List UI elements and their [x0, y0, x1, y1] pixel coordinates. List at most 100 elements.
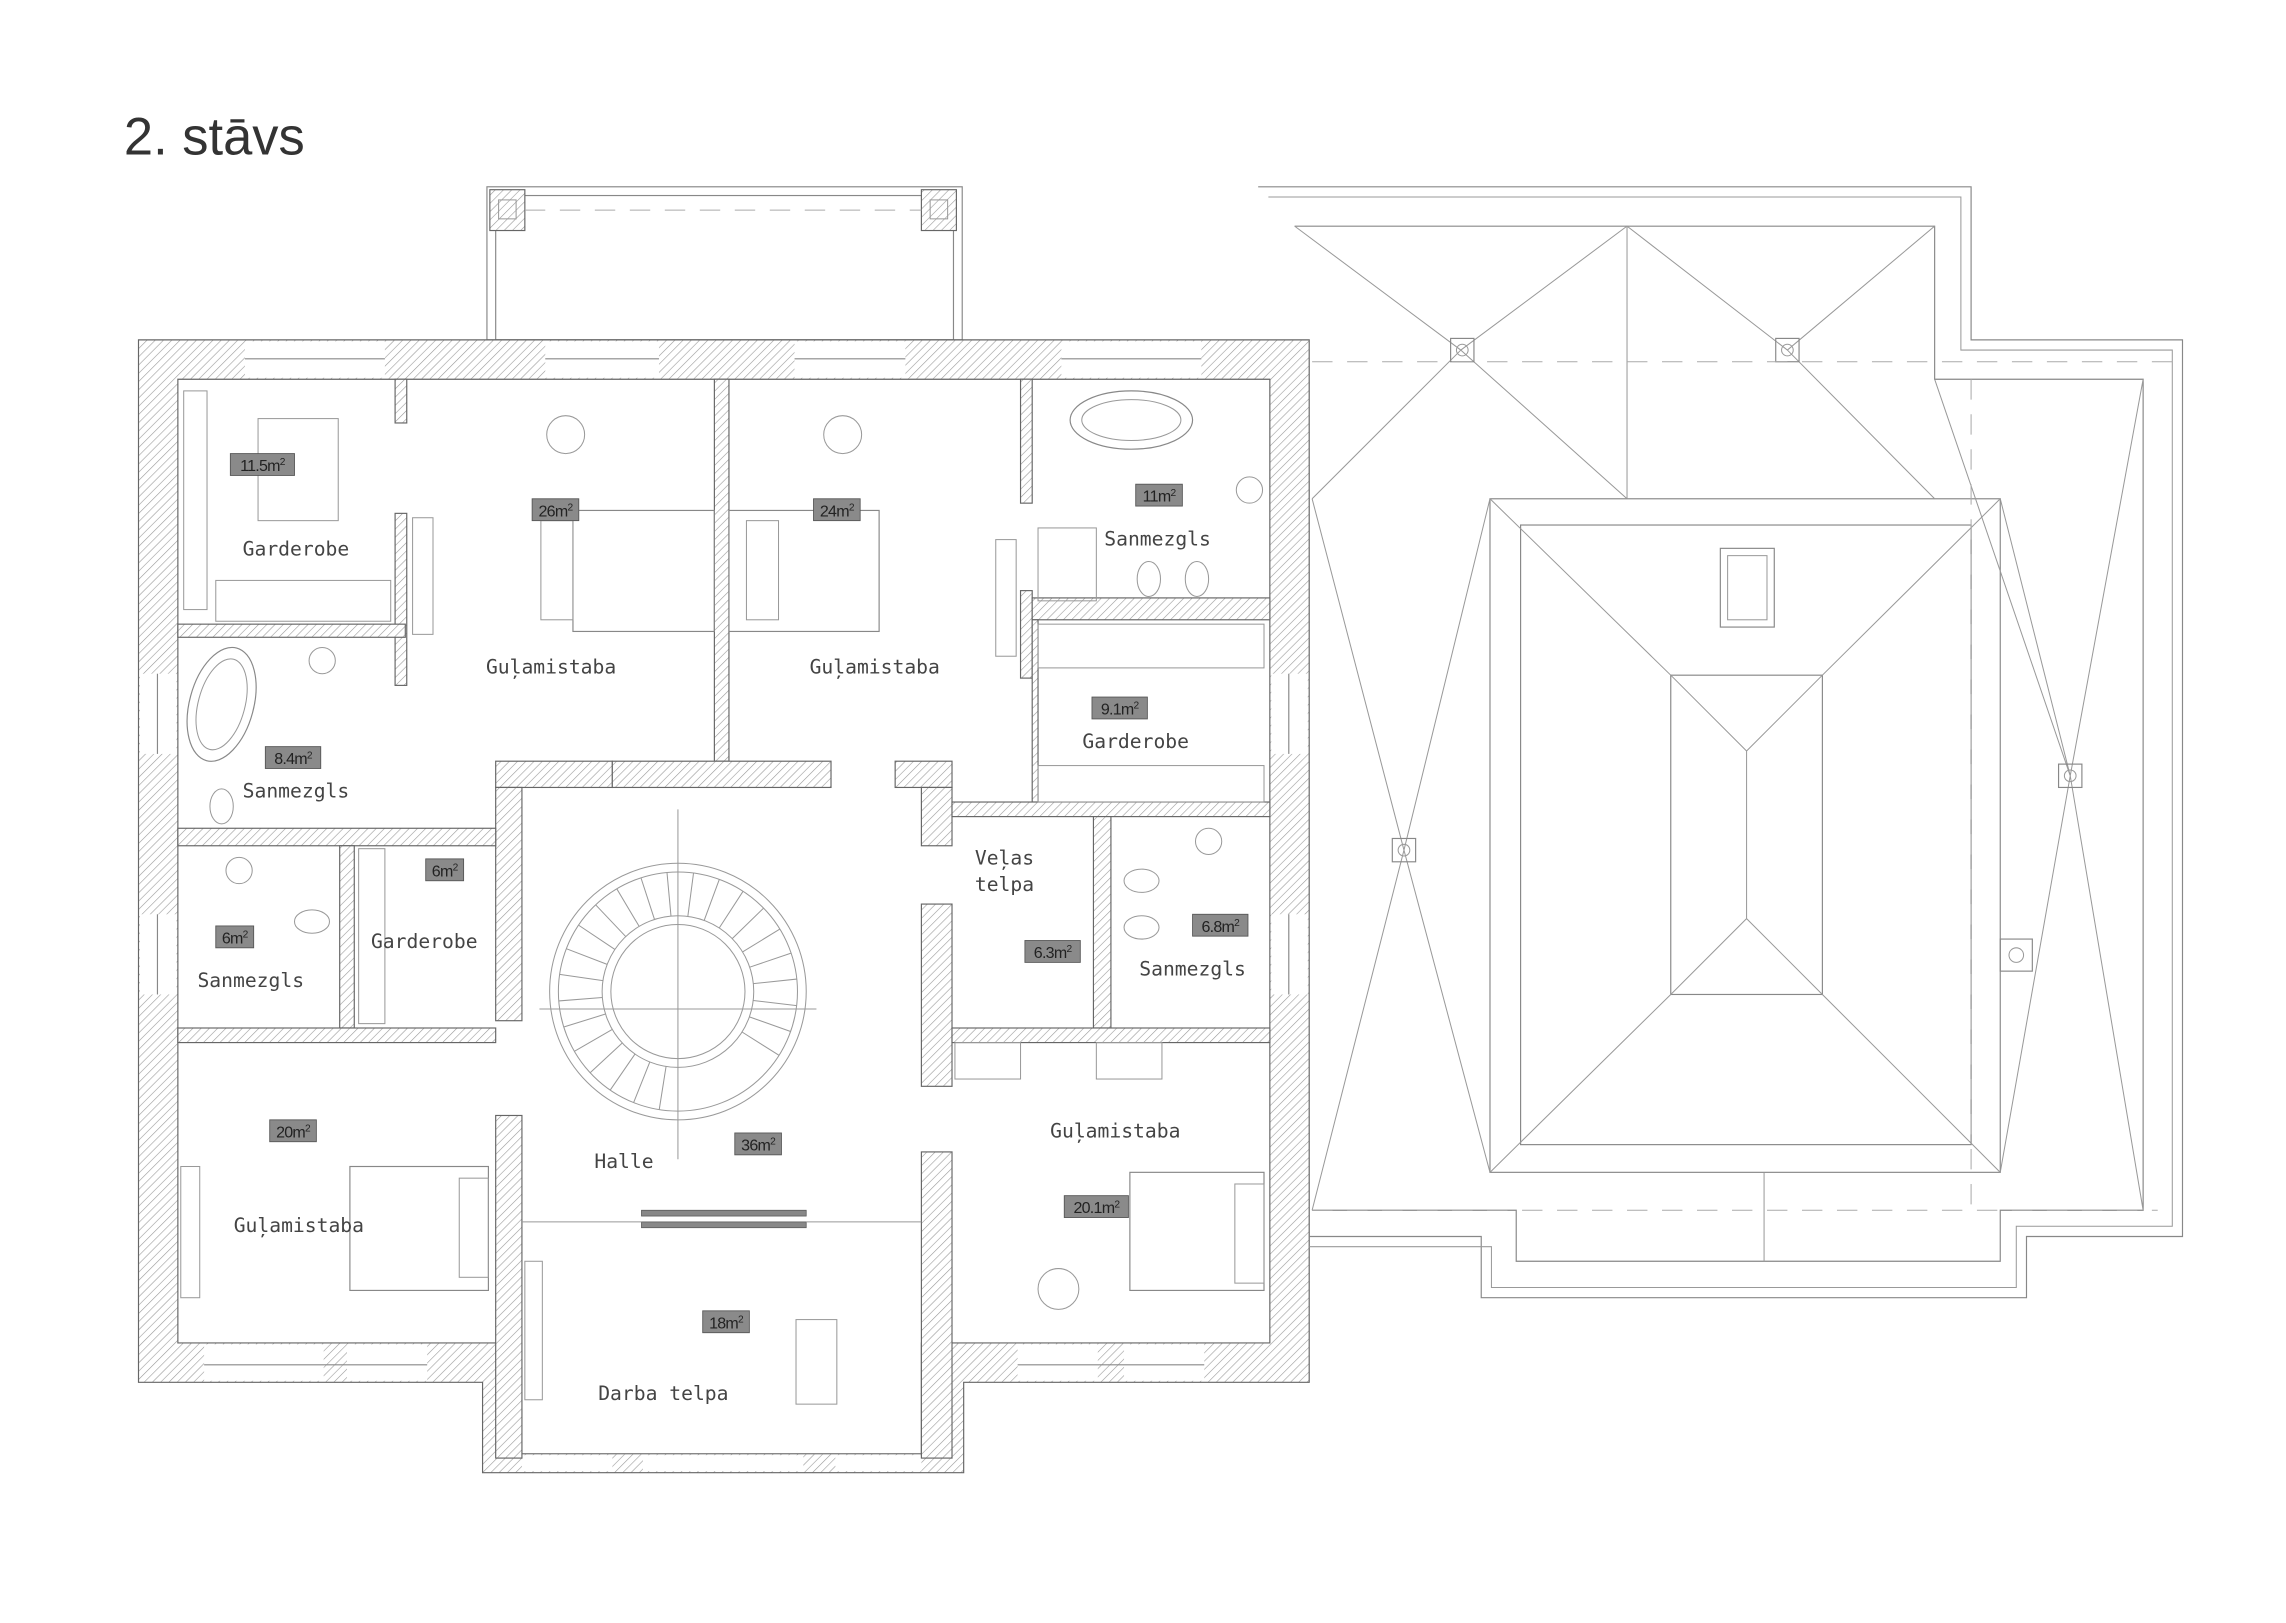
area-superscript: 2	[1114, 1199, 1120, 1210]
area-badge	[734, 1132, 782, 1156]
balcony	[486, 186, 963, 341]
stair-step	[574, 1029, 613, 1052]
stair-step	[753, 978, 797, 985]
area-badge	[215, 925, 255, 949]
area-badge	[1091, 696, 1148, 720]
area-badge	[425, 858, 465, 882]
room-area: 6m2	[432, 862, 459, 880]
room-area: 11.5m2	[240, 457, 286, 475]
room-area: 9.1m2	[1101, 701, 1140, 719]
stair-step	[666, 872, 672, 917]
stair-step	[753, 999, 797, 1007]
room-area: 20.1m2	[1073, 1199, 1120, 1217]
area-badge	[264, 746, 322, 769]
area-badge	[702, 1310, 750, 1334]
area-superscript: 2	[1134, 701, 1140, 712]
area-badge	[1192, 913, 1249, 937]
area-superscript: 2	[567, 502, 573, 513]
roof-plan	[1258, 186, 2184, 1299]
room-name: Guļamistaba	[810, 656, 940, 680]
area-superscript: 2	[1170, 488, 1176, 499]
room-area: 8.4m2	[274, 750, 313, 768]
stair-step	[687, 872, 695, 917]
stair-step	[741, 1031, 780, 1056]
stair-step	[566, 948, 608, 965]
room-area: 6m2	[222, 929, 249, 947]
furniture	[180, 390, 1265, 1405]
area-superscript: 2	[1234, 918, 1240, 929]
area-superscript: 2	[280, 457, 286, 468]
room-name: Guļamistaba	[1050, 1119, 1180, 1143]
room-area: 26m2	[539, 502, 574, 520]
room-name: Guļamistaba	[486, 656, 616, 680]
area-badge	[531, 498, 580, 522]
spiral-staircase	[539, 809, 817, 1160]
room-name: Garderobe	[1082, 730, 1189, 753]
stair-step	[742, 928, 781, 953]
room-name: Guļamistaba	[234, 1214, 364, 1238]
room-area: 36m2	[741, 1136, 776, 1154]
interior-walls	[177, 378, 1271, 1459]
area-superscript: 2	[243, 930, 249, 941]
room-name: Darba telpa	[598, 1382, 728, 1405]
room-area: 6.3m2	[1034, 944, 1073, 962]
stair-step	[718, 891, 744, 929]
room-area: 24m2	[820, 502, 855, 520]
windows	[139, 341, 1308, 1472]
stair-step	[731, 907, 764, 940]
room-area: 18m2	[709, 1314, 744, 1332]
room-label: 20.1m2 Guļamistaba	[1050, 1119, 1180, 1218]
stair-step	[658, 1066, 667, 1110]
stair-step	[609, 1053, 636, 1091]
room-name: Sanmezgls	[197, 969, 304, 992]
stair-step	[749, 1016, 791, 1032]
stair-step	[563, 1013, 606, 1028]
stair-step	[558, 996, 603, 1002]
room-area: 20m2	[276, 1123, 311, 1141]
room-area: 11m2	[1143, 488, 1177, 506]
room-name: Sanmezgls	[1139, 958, 1246, 981]
stair-step	[703, 879, 720, 921]
stair-step	[640, 877, 655, 920]
floor-title: 2. stāvs	[124, 108, 305, 167]
room-name: Halle	[594, 1150, 653, 1173]
room-area: 6.8m2	[1201, 918, 1240, 936]
area-superscript: 2	[305, 1124, 311, 1135]
room-name: Sanmezgls	[243, 780, 350, 803]
area-badge	[813, 498, 861, 522]
area-superscript: 2	[453, 863, 459, 874]
room-name: Sanmezgls	[1104, 527, 1211, 550]
area-superscript: 2	[849, 502, 855, 513]
stair-step	[559, 973, 603, 982]
area-superscript: 2	[738, 1314, 744, 1325]
stair-step	[749, 952, 792, 968]
stair-step	[595, 904, 627, 937]
area-badge	[1063, 1195, 1129, 1218]
stair-step	[578, 924, 616, 950]
room-name: Veļas	[975, 847, 1034, 871]
stair-step	[616, 888, 640, 927]
area-badge	[269, 1119, 317, 1143]
area-superscript: 2	[307, 750, 313, 761]
stair-step	[589, 1042, 623, 1074]
stair-step	[633, 1061, 651, 1103]
area-badge	[229, 453, 295, 476]
area-superscript: 2	[770, 1137, 776, 1148]
area-superscript: 2	[1066, 944, 1072, 955]
room-name: Garderobe	[243, 538, 350, 561]
area-badge	[1024, 940, 1081, 963]
room-name: telpa	[975, 873, 1034, 896]
area-badge	[1135, 483, 1183, 507]
